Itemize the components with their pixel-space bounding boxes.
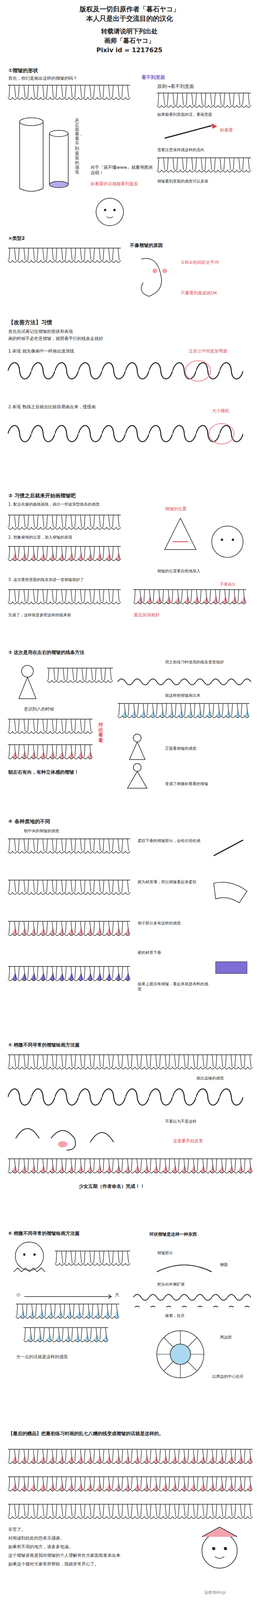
note-text: 朝中央的褶皱的感觉 [23, 827, 103, 833]
credit-line: 版权及一切归原作者「暮石ヤコ」 [11, 4, 248, 14]
size-mark: 大 [114, 1290, 124, 1297]
note-text: 注意让中间更加弯曲 [188, 348, 252, 354]
source-line: 转载请说明下列出处 [11, 27, 248, 36]
note-text: 斜着看的话就能看到里面 [90, 181, 154, 187]
note-text: 环状褶皱是这样一种东西 [148, 1230, 252, 1236]
note-text: 如果上面没有褶皱，看起来就是布料的感觉 [137, 980, 209, 991]
closing-text: 对阅读到此处的您表示感谢。 [7, 1533, 174, 1540]
note-text: 褶皱的位置要自然地加入 [156, 567, 248, 573]
section-heading: ×类型2 [7, 235, 56, 242]
note-text: 褶皱部分 [156, 1248, 197, 1254]
note-text: 侧面 [219, 1260, 244, 1266]
note-text: 需要注意保持成这样的流向 [156, 147, 252, 153]
note-text: 褶皱的位置 [164, 505, 213, 512]
vertical-note: 从正面看，看不到里面的感觉 [74, 117, 80, 175]
note-text: 首先，你们是画出这样的褶皱的吗？ [7, 75, 139, 82]
section-heading: ⑤ 稍微不同寻常的褶皱绘画方法篇 [7, 1041, 166, 1048]
section-heading: ② 习惯之后就来开始画褶皱吧 [7, 492, 166, 499]
note-text: 把头向外侧扩展 [156, 1280, 248, 1286]
note-text: 硬的材质下垂 [137, 948, 209, 954]
note-text: 画的时候不必在意褶皱，就照着平行的线条走就好 [7, 335, 182, 342]
note-text: 画出边缘的感觉 [196, 1074, 252, 1080]
note-text: 大小随机 [211, 407, 248, 414]
note-text: 原则→看不到里面 [156, 83, 252, 90]
note-text: 这里要开始反复 [172, 1137, 244, 1143]
step-text: 1. 配合衣服的曲线画线，画出一些波浪型线条的感觉 [7, 501, 135, 507]
note-text: 朝左右有向，有种立体感的褶皱！ [7, 768, 119, 775]
section-heading: 【最后的赠品】把最初练习时画的乱七八糟的线变成褶皱的话就是这样的。 [7, 1429, 252, 1436]
note-text: ①和②的间距太平均 [180, 259, 252, 266]
note-text: 只要看到里面就OK [180, 290, 252, 296]
note-text: 以周边的中心拉开 [211, 1372, 256, 1378]
watermark: @微博Alogi [203, 1587, 256, 1594]
note-text: 褶子部分多有这样的感觉 [137, 919, 209, 925]
note-text: 因为材质薄，所以褶皱看起来柔软 [137, 878, 209, 884]
note-text: 首先先试着记住褶皱的形状和表现 [7, 328, 182, 335]
note-text: 周边部 [219, 1333, 252, 1339]
note-text: 少女五期（作者命名）完成！！ [78, 1182, 197, 1189]
section-heading: ⑥ 稍微不同寻常的褶皱绘画方法篇 [7, 1229, 142, 1236]
source-line: Pixiv id = 1217625 [11, 46, 248, 55]
section-heading: ④ 各种质地的不同 [7, 817, 127, 825]
note-text: 里边加深就好 [133, 611, 213, 618]
note-text: 如果能看到里面的话，要画里面 [156, 111, 252, 117]
note-text: 不要以为不是这样 [164, 1117, 244, 1123]
note-text: 柔软下垂的褶皱部分，会给出轻松感 [137, 837, 209, 843]
note-text: 大一点的话就是这样的感觉 [15, 1352, 135, 1359]
vertical-note: 对比看看 [98, 721, 104, 743]
step-text: 2. 想象裙褶的位置，加入褶皱的表现 [7, 534, 135, 540]
note-text: 意识到八的时候 [23, 705, 95, 712]
note-text: 正面看褶皱的感觉 [164, 744, 252, 751]
section-heading: 【改善方法】习惯 [7, 318, 127, 326]
step-text: 3. 这次要把里面的线条加进一道褶皱就好了 [7, 576, 154, 582]
closing-text: 这个褶皱讲座是我对褶皱的个人理解并在大家面前发表出来 [7, 1551, 182, 1557]
note-text: 变成了稍微斜着看的褶皱 [164, 780, 252, 786]
section-heading: ①褶皱的形状 [7, 67, 88, 75]
note-text: 斜着看 [219, 127, 252, 133]
note-text: 1 表现 就先像画中一样画出波浪线 [7, 348, 166, 354]
note-text: 完成了，这样就是参照这样的线来画 [7, 611, 127, 617]
closing-text: 如果这个能对大家有所帮助，我就非常开心了。 [7, 1559, 182, 1566]
note-text: 接着，拉开 [164, 1311, 244, 1317]
note-text: 褶皱看到里面的感觉可以多画 [156, 178, 252, 184]
credit-line: 本人只是出于交流目的的汉化 [11, 14, 248, 23]
note-text: 对于「搞不懂www」就要用图表说明！ [90, 164, 154, 177]
note-text: 看不到里面 [141, 74, 189, 81]
source-line: 画师「暮石ヤコ」 [11, 36, 248, 46]
note-text: 用之前练习时使用的线条变形就好 [164, 658, 252, 664]
closing-text: 如果有不周的地方，请多多包涵。 [7, 1542, 174, 1548]
note-text: 不像褶皱的原因 [129, 242, 209, 249]
size-mark: 小 [15, 1290, 25, 1297]
note-text: 就这样把褶皱画出来 [164, 692, 252, 698]
note-text: 2 表现 熟练之后就会比较容易画出来，慢慢画 [7, 403, 182, 410]
note-text: 不要画出 [219, 581, 252, 587]
section-heading: ③ 这次是用在左右的褶皱的线条方法 [7, 648, 162, 656]
closing-text: 辛苦了。 [7, 1525, 174, 1531]
